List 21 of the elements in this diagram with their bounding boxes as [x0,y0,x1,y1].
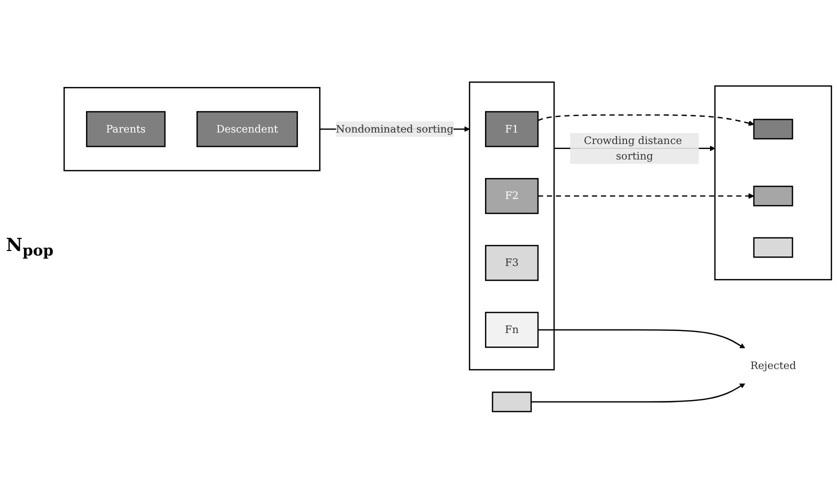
node-box [492,392,532,412]
edge-label: Crowding distance sorting [584,134,682,162]
node-box [754,118,794,140]
arrow [538,329,746,349]
node-box [754,237,794,258]
node-box: Descendent [196,111,298,148]
node-box: F1 [485,111,540,148]
node-box: Fn [485,312,540,348]
arrow [538,114,755,126]
cluster [469,82,556,371]
node-box: Parents [86,111,166,148]
npop-label: N$_{pop}$ [6,234,54,260]
edge-label: Nondominated sorting [336,122,454,136]
arrow [532,383,746,403]
cluster [714,86,832,280]
node-box [754,186,794,206]
node-box: F3 [485,245,540,282]
node-box: F2 [485,178,540,214]
cluster [64,87,321,172]
node-text: Rejected [750,360,796,372]
arrow [538,193,755,199]
